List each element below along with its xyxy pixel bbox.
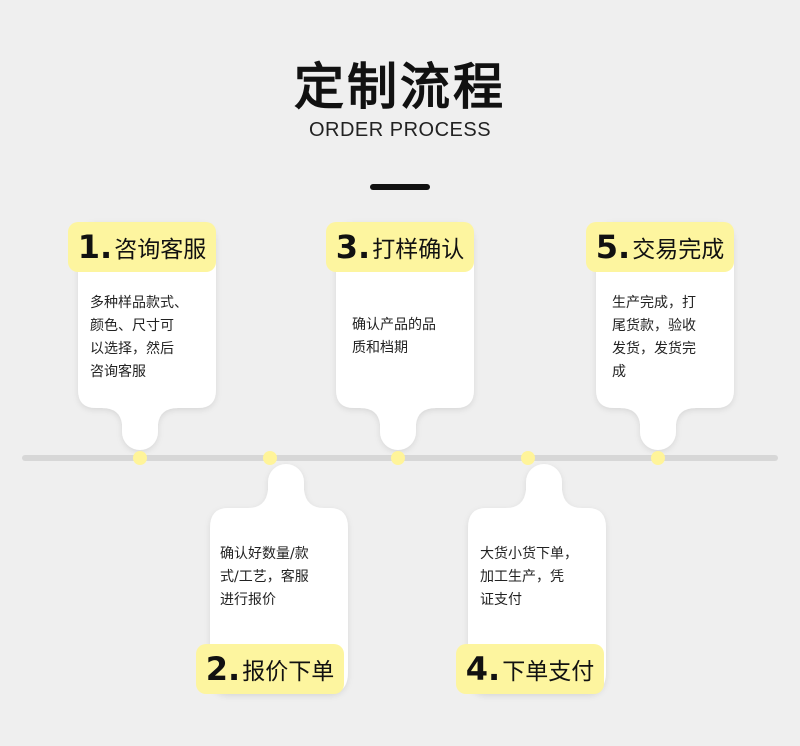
step-2-name: 报价下单 xyxy=(242,659,335,685)
step-2-dot xyxy=(263,451,277,465)
step-1-desc-line: 颜色、尺寸可 xyxy=(90,318,174,334)
step-5-name: 交易完成 xyxy=(632,237,725,263)
step-1-dot xyxy=(133,451,147,465)
step-3-dot xyxy=(391,451,405,465)
step-3-desc-line: 确认产品的品 xyxy=(352,317,436,333)
step-2-card xyxy=(210,464,348,694)
step-5-desc-line: 发货，发货完 xyxy=(612,341,696,357)
step-4-number: 4. xyxy=(465,650,501,688)
step-5-desc-line: 生产完成，打 xyxy=(612,295,696,311)
step-3-number: 3. xyxy=(335,228,371,266)
step-4-card xyxy=(468,464,606,694)
step-1-number: 1. xyxy=(77,228,113,266)
step-3-card xyxy=(336,222,474,450)
step-4-name: 下单支付 xyxy=(502,659,595,685)
step-4-description: 大货小货下单， 加工生产，凭 证支付 xyxy=(480,543,604,612)
step-1-desc-line: 以选择，然后 xyxy=(90,341,174,357)
step-4-desc-line: 加工生产，凭 xyxy=(480,569,564,585)
step-4-label: 4. 下单支付 xyxy=(456,644,604,694)
step-1-description: 多种样品款式、 颜色、尺寸可 以选择，然后 咨询客服 xyxy=(90,292,212,384)
step-1-desc-line: 咨询客服 xyxy=(90,364,146,380)
step-3-name: 打样确认 xyxy=(372,237,465,263)
step-5-dot xyxy=(651,451,665,465)
step-5-desc-line: 成 xyxy=(612,364,626,380)
step-1-name: 咨询客服 xyxy=(114,237,207,263)
step-2-label: 2. 报价下单 xyxy=(196,644,344,694)
step-1-label: 1. 咨询客服 xyxy=(68,222,216,272)
page-subtitle: ORDER PROCESS xyxy=(308,119,492,141)
step-2-description: 确认好数量/款 式/工艺，客服 进行报价 xyxy=(220,543,344,612)
title-underline xyxy=(370,184,430,190)
step-4-desc-line: 大货小货下单， xyxy=(480,546,578,562)
step-5-card xyxy=(596,222,734,450)
step-2-desc-line: 确认好数量/款 xyxy=(220,546,309,562)
step-2-number: 2. xyxy=(205,650,241,688)
step-5-description: 生产完成，打 尾货款，验收 发货，发货完 成 xyxy=(612,292,730,384)
step-2-desc-line: 进行报价 xyxy=(220,592,276,608)
step-3-label: 3. 打样确认 xyxy=(326,222,474,272)
step-3-description: 确认产品的品 质和档期 xyxy=(352,314,470,360)
step-1-card xyxy=(78,222,216,450)
step-5-desc-line: 尾货款，验收 xyxy=(612,318,696,334)
step-4-desc-line: 证支付 xyxy=(480,592,522,608)
step-4-dot xyxy=(521,451,535,465)
step-3-desc-line: 质和档期 xyxy=(352,340,408,356)
page-title: 定制流程 xyxy=(294,58,506,116)
step-1-desc-line: 多种样品款式、 xyxy=(90,295,188,311)
step-2-desc-line: 式/工艺，客服 xyxy=(220,569,309,585)
step-5-number: 5. xyxy=(595,228,631,266)
step-5-label: 5. 交易完成 xyxy=(586,222,734,272)
